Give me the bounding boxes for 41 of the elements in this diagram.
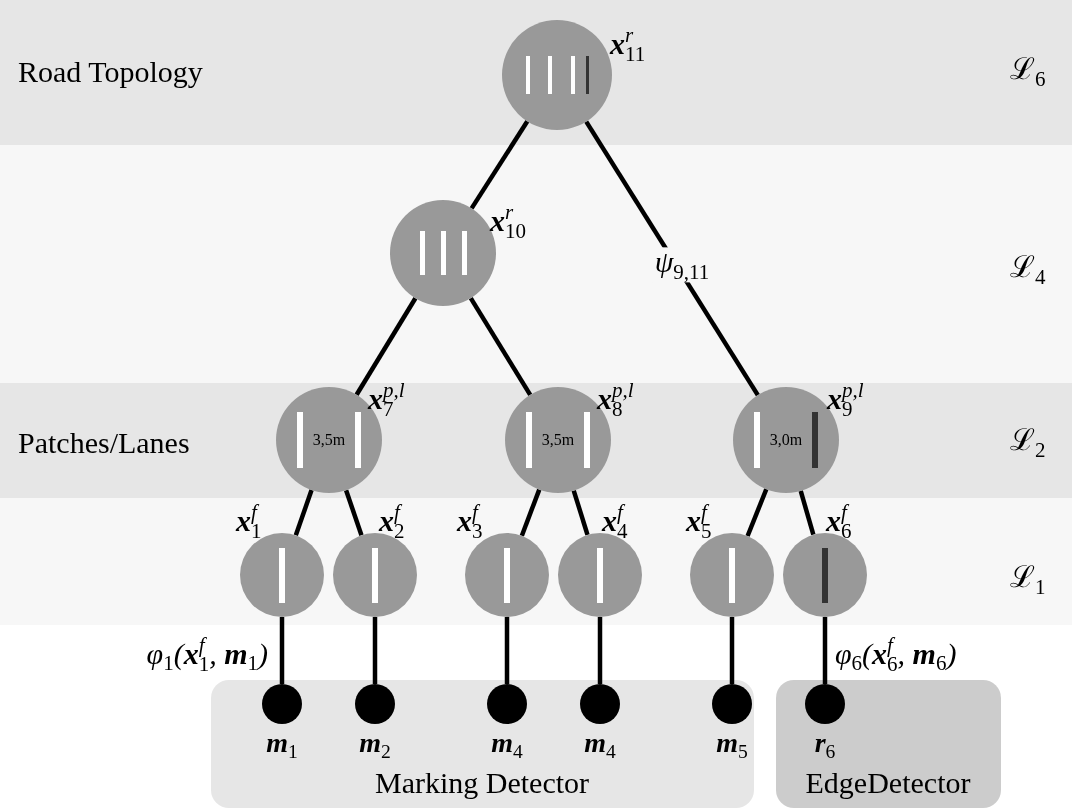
layer-band [0, 498, 1072, 625]
layer-title: Road Topology [18, 57, 203, 87]
variable-label: m$_{1}$ [266, 728, 298, 762]
lane-width-label: 3,0m [769, 432, 803, 448]
connector-line [729, 617, 735, 684]
layer-title: Patches/Lanes [18, 428, 190, 458]
connector-line [597, 617, 603, 684]
connector-line [279, 617, 285, 684]
layer-label: ℒ$_{2}$ [1010, 425, 1046, 461]
layer-band [0, 145, 1072, 383]
edge-label: φ$_{6}$(x$^{f}$$_{6}$, m$_{6}$) [833, 636, 959, 674]
connector-line [504, 617, 510, 684]
connector-line [571, 489, 590, 536]
connector-line [372, 617, 378, 684]
connector-line [293, 489, 314, 537]
detector-label: EdgeDetector [805, 768, 971, 798]
connector-line [468, 296, 533, 397]
variable-label: m$_{4}$ [584, 728, 616, 762]
layer-band [0, 383, 1072, 498]
detector-label: Marking Detector [374, 768, 590, 798]
variable-label: m$_{2}$ [359, 728, 391, 762]
variable-label: r$_{6}$ [814, 728, 836, 762]
layer-band [0, 0, 1072, 145]
lane-width-label: 3,5m [541, 432, 575, 448]
connector-line [822, 617, 828, 684]
edge-label: φ$_{1}$(x$^{f}$$_{1}$, m$_{1}$) [144, 636, 270, 674]
connector-line [469, 120, 530, 210]
connector-line [354, 297, 418, 396]
connector-line [584, 120, 760, 397]
variable-label: m$_{5}$ [716, 728, 748, 762]
detector-panel [211, 680, 754, 808]
connector-line [343, 489, 364, 536]
lane-width-label: 3,5m [312, 432, 346, 448]
layer-label: ℒ$_{1}$ [1010, 562, 1046, 598]
connector-line [745, 488, 769, 537]
layer-label: ℒ$_{6}$ [1010, 54, 1046, 90]
connector-line [519, 488, 542, 537]
layer-label: ℒ$_{4}$ [1010, 252, 1046, 288]
detector-panel [776, 680, 1001, 808]
variable-label: m$_{4}$ [491, 728, 523, 762]
connector-line [798, 490, 816, 536]
